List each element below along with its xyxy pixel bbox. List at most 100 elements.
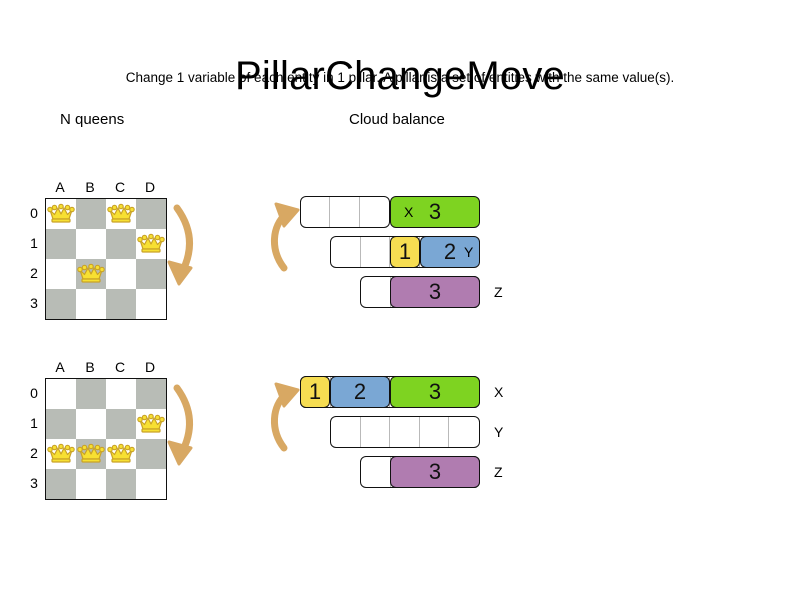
- board-cell-d2[interactable]: [136, 259, 166, 289]
- section-heading-cloud-balance: Cloud balance: [349, 111, 445, 128]
- section-heading-n-queens: N queens: [60, 111, 125, 128]
- cloud-capacity-slot: [360, 197, 389, 227]
- cloud-capacity-slot: [361, 417, 391, 447]
- board-grid: [45, 378, 167, 500]
- queen-icon: [77, 443, 105, 463]
- cloud-process-block[interactable]: 1: [300, 376, 330, 408]
- cloud-computer-label-x: X: [494, 384, 504, 400]
- board-cell-b2[interactable]: [76, 259, 106, 289]
- board-cell-c3[interactable]: [106, 289, 136, 319]
- board-column-label-d: D: [144, 179, 156, 195]
- page-subtitle: Change 1 variable of each entity in 1 pi…: [125, 70, 675, 85]
- board-cell-b1[interactable]: [76, 409, 106, 439]
- board-cell-a1[interactable]: [46, 409, 76, 439]
- cloud-capacity-track[interactable]: [330, 416, 480, 448]
- cloud-process-block[interactable]: 3: [390, 276, 480, 308]
- cloud-capacity-slot: [330, 197, 360, 227]
- board-cell-a2[interactable]: [46, 259, 76, 289]
- cloud-computer-label-y: Y: [464, 244, 474, 260]
- board-cell-d3[interactable]: [136, 469, 166, 499]
- board-row-label-0: 0: [30, 205, 38, 221]
- board-row-label-3: 3: [30, 295, 38, 311]
- cloud-process-block[interactable]: 3: [390, 376, 480, 408]
- board-cell-a0[interactable]: [46, 379, 76, 409]
- cloud-capacity-slot: [331, 417, 361, 447]
- board-row: [46, 439, 166, 469]
- board-row: [46, 469, 166, 499]
- cloud-capacity-slot: [449, 417, 479, 447]
- cloud-computer-label-z: Z: [494, 464, 503, 480]
- cloud-process-block[interactable]: 2: [330, 376, 390, 408]
- board-row-label-3: 3: [30, 475, 38, 491]
- cloud-capacity-slot: [361, 237, 390, 267]
- cloud-capacity-slot: [420, 417, 450, 447]
- queen-icon: [107, 443, 135, 463]
- cloud-computer-label-y: Y: [494, 424, 504, 440]
- board-cell-c0[interactable]: [106, 199, 136, 229]
- board-cell-c1[interactable]: [106, 229, 136, 259]
- board-cell-b1[interactable]: [76, 229, 106, 259]
- board-row: [46, 409, 166, 439]
- board-cell-d3[interactable]: [136, 289, 166, 319]
- arrow-down-icon: [167, 204, 194, 286]
- queen-icon: [137, 413, 165, 433]
- board-cell-b0[interactable]: [76, 379, 106, 409]
- board-cell-c1[interactable]: [106, 409, 136, 439]
- cloud-computer-label-z: Z: [494, 284, 503, 300]
- cloud-process-block[interactable]: 3: [390, 196, 480, 228]
- page-title: PillarChangeMove: [234, 53, 566, 98]
- board-cell-b3[interactable]: [76, 289, 106, 319]
- cloud-process-block[interactable]: 1: [390, 236, 420, 268]
- board-column-label-a: A: [55, 179, 65, 195]
- board-row-label-2: 2: [30, 265, 38, 281]
- queen-icon: [137, 233, 165, 253]
- board-cell-b3[interactable]: [76, 469, 106, 499]
- arrow-down-icon: [167, 384, 194, 466]
- cloud-process-block[interactable]: 3: [390, 456, 480, 488]
- cloud-capacity-slot: [301, 197, 331, 227]
- board-column-label-a: A: [55, 359, 65, 375]
- board-column-label-c: C: [114, 179, 126, 195]
- board-cell-b2[interactable]: [76, 439, 106, 469]
- board-cell-b0[interactable]: [76, 199, 106, 229]
- board-row: [46, 259, 166, 289]
- board-cell-a0[interactable]: [46, 199, 76, 229]
- board-column-label-b: B: [85, 359, 95, 375]
- board-cell-c0[interactable]: [106, 379, 136, 409]
- cloud-process-block[interactable]: 2: [420, 236, 480, 268]
- board-row: [46, 289, 166, 319]
- queen-icon: [77, 263, 105, 283]
- board-column-label-b: B: [85, 179, 95, 195]
- cloud-computer-label-x: X: [404, 204, 414, 220]
- cloud-capacity-slot: [390, 417, 420, 447]
- board-column-label-d: D: [144, 359, 156, 375]
- board-row-label-1: 1: [30, 415, 38, 431]
- board-column-label-c: C: [114, 359, 126, 375]
- board-cell-c2[interactable]: [106, 439, 136, 469]
- cloud-capacity-slot: [361, 457, 391, 487]
- board-cell-d0[interactable]: [136, 199, 166, 229]
- board-cell-a3[interactable]: [46, 289, 76, 319]
- board-cell-d1[interactable]: [136, 409, 166, 439]
- board-row-label-0: 0: [30, 385, 38, 401]
- board-row-label-2: 2: [30, 445, 38, 461]
- board-grid: [45, 198, 167, 320]
- cloud-capacity-slot: [361, 277, 391, 307]
- board-row: [46, 379, 166, 409]
- queen-icon: [47, 443, 75, 463]
- board-cell-d0[interactable]: [136, 379, 166, 409]
- board-cell-d1[interactable]: [136, 229, 166, 259]
- board-cell-a1[interactable]: [46, 229, 76, 259]
- arrow-up-icon: [270, 202, 300, 272]
- board-cell-c3[interactable]: [106, 469, 136, 499]
- cloud-capacity-track[interactable]: [300, 196, 390, 228]
- board-cell-c2[interactable]: [106, 259, 136, 289]
- board-cell-a3[interactable]: [46, 469, 76, 499]
- board-row: [46, 199, 166, 229]
- cloud-capacity-slot: [331, 237, 361, 267]
- board-row-label-1: 1: [30, 235, 38, 251]
- arrow-up-icon: [270, 382, 300, 452]
- board-row: [46, 229, 166, 259]
- board-cell-a2[interactable]: [46, 439, 76, 469]
- board-cell-d2[interactable]: [136, 439, 166, 469]
